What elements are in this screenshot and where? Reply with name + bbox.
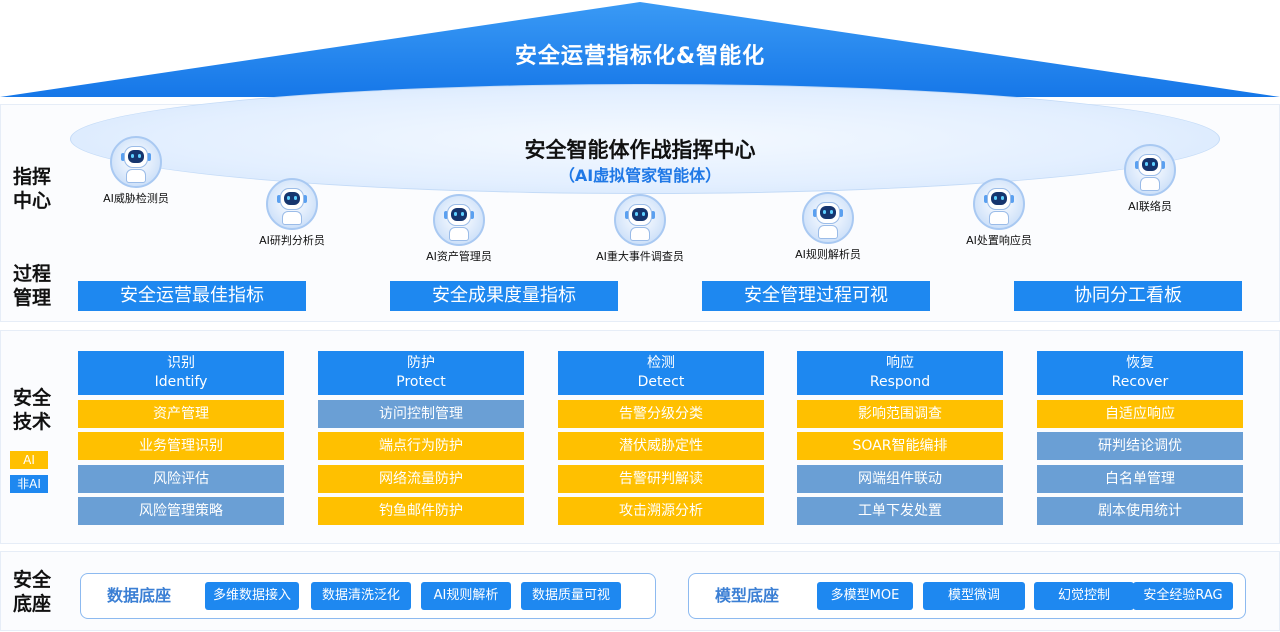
agent-card: AI资产管理员 [389, 194, 529, 264]
agent-card: AI处置响应员 [929, 178, 1069, 248]
process-side-label: 过程 管理 [8, 262, 56, 310]
column-title-cn: 恢复 [1126, 355, 1154, 371]
capability-cell: 研判结论调优 [1037, 432, 1243, 460]
capability-cell: 白名单管理 [1037, 464, 1243, 493]
command-side-label: 指挥 中心 [8, 165, 56, 213]
data-chip: 数据质量可视 [521, 582, 621, 610]
model-chip: 幻觉控制 [1034, 582, 1134, 610]
column-header: 防护 Protect [318, 351, 524, 395]
column-title-en: Detect [637, 374, 685, 390]
tech-side-label: 安全 技术 [8, 386, 56, 434]
column-title-en: Protect [396, 374, 446, 390]
model-base-title: 模型底座 [715, 586, 780, 605]
capability-cell: 潜伏威胁定性 [558, 432, 764, 460]
capability-cell: 告警分级分类 [558, 399, 764, 428]
side-label-line: 管理 [12, 287, 51, 309]
column-title-en: Recover [1111, 374, 1169, 390]
side-label-line: 安全 [12, 569, 51, 591]
side-label-line: 安全 [12, 387, 51, 409]
agent-card: AI联络员 [1080, 144, 1220, 214]
capability-cell: 告警研判解读 [558, 464, 764, 493]
agent-card: AI规则解析员 [758, 192, 898, 262]
agent-label: AI威胁检测员 [103, 192, 169, 205]
roof-title: 安全运营指标化&智能化 [514, 44, 766, 69]
capability-cell: 端点行为防护 [318, 432, 524, 460]
capability-cell: 剧本使用统计 [1037, 497, 1243, 525]
agent-label: AI资产管理员 [426, 250, 492, 263]
process-item: 安全管理过程可视 [702, 281, 930, 311]
roof-triangle [0, 2, 1280, 97]
robot-icon [802, 192, 854, 244]
process-item: 安全成果度量指标 [390, 281, 618, 311]
capability-cell: 攻击溯源分析 [558, 497, 764, 525]
agent-card: AI威胁检测员 [66, 136, 206, 206]
column-title-en: Respond [869, 374, 931, 390]
column-header: 识别 Identify [78, 351, 284, 395]
model-base-box: 模型底座 多模型MOE 模型微调 幻觉控制 安全经验RAG [688, 573, 1246, 619]
robot-icon [1124, 144, 1176, 196]
column-header: 响应 Respond [797, 351, 1003, 395]
capability-cell: 自适应响应 [1037, 399, 1243, 428]
robot-icon [266, 178, 318, 230]
agent-label: AI规则解析员 [795, 248, 861, 261]
agent-card: AI研判分析员 [222, 178, 362, 248]
column-title-cn: 响应 [886, 355, 914, 371]
capability-cell: 影响范围调查 [797, 399, 1003, 428]
capability-cell: 网端组件联动 [797, 464, 1003, 493]
agent-label: AI处置响应员 [966, 234, 1032, 247]
robot-icon [614, 194, 666, 246]
tech-column: 恢复 Recover 自适应响应研判结论调优白名单管理剧本使用统计 [1037, 351, 1243, 525]
capability-cell: 访问控制管理 [318, 399, 524, 428]
legend-nonai: 非AI [10, 475, 48, 493]
data-base-title: 数据底座 [107, 586, 172, 605]
capability-cell: SOAR智能编排 [797, 432, 1003, 460]
capability-cell: 业务管理识别 [78, 432, 284, 460]
agent-label: AI重大事件调查员 [596, 250, 684, 263]
tech-column: 防护 Protect 访问控制管理端点行为防护网络流量防护钓鱼邮件防护 [318, 351, 524, 525]
capability-cell: 工单下发处置 [797, 497, 1003, 525]
data-chip: 数据清洗泛化 [311, 582, 411, 610]
base-side-label: 安全 底座 [8, 568, 56, 616]
side-label-line: 底座 [12, 593, 51, 615]
data-base-box: 数据底座 多维数据接入 数据清洗泛化 AI规则解析 数据质量可视 [80, 573, 656, 619]
agent-label: AI联络员 [1128, 200, 1172, 213]
model-chip: 多模型MOE [817, 582, 913, 610]
column-title-cn: 检测 [647, 355, 675, 371]
legend-ai: AI [10, 451, 48, 469]
side-label-line: 过程 [12, 263, 51, 285]
command-ellipse [70, 84, 1220, 194]
agent-label: AI研判分析员 [259, 234, 325, 247]
robot-icon [973, 178, 1025, 230]
data-chip: 多维数据接入 [205, 582, 299, 610]
process-item: 安全运营最佳指标 [78, 281, 306, 311]
robot-icon [433, 194, 485, 246]
capability-cell: 资产管理 [78, 399, 284, 428]
column-header: 检测 Detect [558, 351, 764, 395]
column-header: 恢复 Recover [1037, 351, 1243, 395]
side-label-line: 中心 [12, 190, 51, 212]
model-chip: 模型微调 [923, 582, 1025, 610]
robot-icon [110, 136, 162, 188]
tech-column: 识别 Identify 资产管理业务管理识别风险评估风险管理策略 [78, 351, 284, 525]
center-subtitle: （AI虚拟管家智能体） [558, 166, 722, 185]
capability-cell: 网络流量防护 [318, 464, 524, 493]
column-title-en: Identify [154, 374, 208, 390]
column-title-cn: 防护 [407, 355, 435, 371]
column-title-cn: 识别 [167, 355, 195, 371]
model-chip: 安全经验RAG [1133, 582, 1233, 610]
tech-column: 检测 Detect 告警分级分类潜伏威胁定性告警研判解读攻击溯源分析 [558, 351, 764, 525]
capability-cell: 钓鱼邮件防护 [318, 497, 524, 525]
process-item: 协同分工看板 [1014, 281, 1242, 311]
tech-column: 响应 Respond 影响范围调查 SOAR智能编排网端组件联动工单下发处置 [797, 351, 1003, 525]
capability-cell: 风险管理策略 [78, 497, 284, 525]
side-label-line: 指挥 [12, 166, 51, 188]
data-chip: AI规则解析 [421, 582, 511, 610]
capability-cell: 风险评估 [78, 464, 284, 493]
side-label-line: 技术 [12, 411, 51, 433]
center-title: 安全智能体作战指挥中心 [524, 138, 756, 162]
agent-card: AI重大事件调查员 [570, 194, 710, 264]
